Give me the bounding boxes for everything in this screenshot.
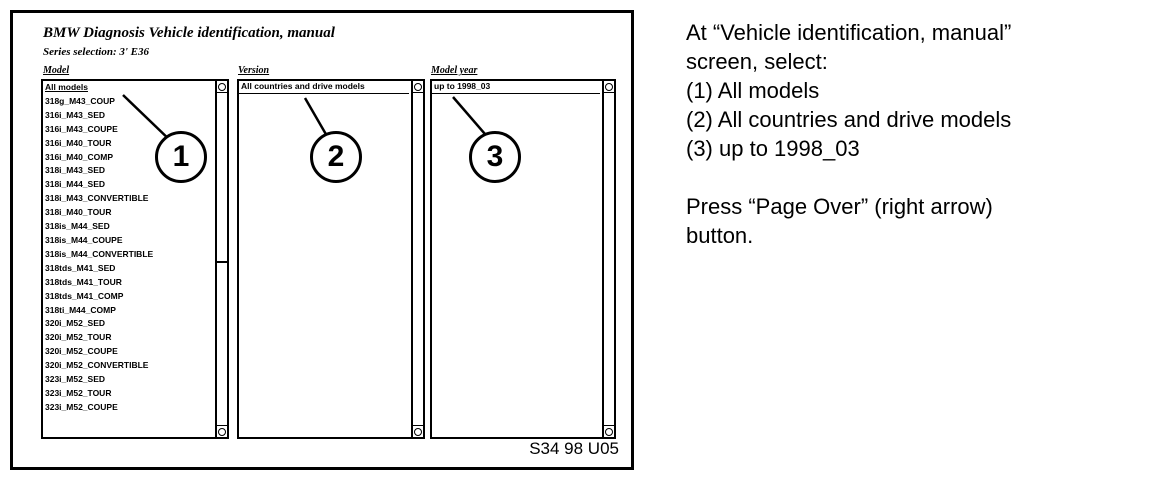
model-list-item[interactable]: 323i_M52_SED [45,374,106,385]
spacer [686,163,1146,192]
series-selection: Series selection: 3' E36 [43,46,150,58]
model-list-item[interactable]: 318ti_M44_COMP [45,304,116,315]
callout-2: 2 [310,131,362,183]
model-list-item[interactable]: 316i_M40_TOUR [45,137,112,148]
instruction-line: At “Vehicle identification, manual” [686,20,1012,45]
model-list-item[interactable]: 318tds_M41_COMP [45,290,124,301]
model-list-item[interactable]: 316i_M43_SED [45,109,106,120]
model-column-label: Model [43,65,70,76]
model-list-item[interactable]: 318tds_M41_SED [45,262,116,273]
callout-3: 3 [469,131,521,183]
model-list-item[interactable]: 318is_M44_CONVERTIBLE [45,248,154,259]
model-year-list[interactable]: up to 1998_03 [430,79,616,439]
figure-code: S34 98 U05 [529,439,619,458]
scroll-down-icon[interactable] [217,425,227,437]
model-list-item[interactable]: 320i_M52_TOUR [45,332,112,343]
instruction-step-2: (2) All countries and drive models [686,107,1012,132]
scroll-down-icon[interactable] [413,425,423,437]
model-list-item[interactable]: 318i_M43_CONVERTIBLE [45,193,149,204]
model-year-list-items: up to 1998_03 [432,81,600,437]
scroll-up-icon[interactable] [413,81,423,93]
version-scrollbar[interactable] [411,81,423,437]
model-list-item[interactable]: 320i_M52_SED [45,318,106,329]
instruction-line: screen, select: [686,49,828,74]
scroll-down-icon[interactable] [604,425,614,437]
model-list-item[interactable]: 316i_M40_COMP [45,151,114,162]
model-list-item[interactable]: 318i_M43_SED [45,165,106,176]
model-year-column-label: Model year [431,65,478,76]
model-item-selected[interactable]: All models [45,82,88,92]
model-list-item[interactable]: 318is_M44_COUPE [45,234,123,245]
model-list-item[interactable]: 318tds_M41_TOUR [45,276,122,287]
instruction-step-3: (3) up to 1998_03 [686,136,860,161]
model-list-item[interactable]: 318g_M43_COUP [45,95,115,106]
model-list-item[interactable]: 318i_M44_SED [45,179,106,190]
model-list-item[interactable]: 323i_M52_TOUR [45,387,112,398]
model-list-item[interactable]: 318is_M44_SED [45,221,110,232]
scroll-up-icon[interactable] [604,81,614,93]
model-list-item[interactable]: 323i_M52_COUPE [45,401,118,412]
version-item-selected[interactable]: All countries and drive models [239,81,409,94]
model-list-item[interactable]: 320i_M52_CONVERTIBLE [45,360,149,371]
model-list-items: All models 318g_M43_COUP 316i_M43_SED 316i… [43,81,213,437]
model-list-item[interactable]: 320i_M52_COUPE [45,346,118,357]
model-list-item[interactable]: 316i_M43_COUPE [45,123,118,134]
callout-1: 1 [155,131,207,183]
callout-leader-lines [122,94,492,146]
version-list-items: All countries and drive models [239,81,409,437]
model-year-item-selected[interactable]: up to 1998_03 [432,81,600,94]
screenshot-frame: BMW Diagnosis Vehicle identification, ma… [10,10,634,470]
scroll-thumb[interactable] [217,261,227,263]
model-year-scrollbar[interactable] [602,81,614,437]
version-column-label: Version [238,65,270,76]
scroll-up-icon[interactable] [217,81,227,93]
model-scrollbar[interactable] [215,81,227,437]
window-title: BMW Diagnosis Vehicle identification, ma… [43,25,335,41]
instructions: At “Vehicle identification, manual” scre… [686,18,1146,250]
model-list-item[interactable]: 318i_M40_TOUR [45,207,112,218]
instruction-line: Press “Page Over” (right arrow) [686,194,993,219]
instruction-step-1: (1) All models [686,78,820,103]
instruction-line: button. [686,223,754,248]
